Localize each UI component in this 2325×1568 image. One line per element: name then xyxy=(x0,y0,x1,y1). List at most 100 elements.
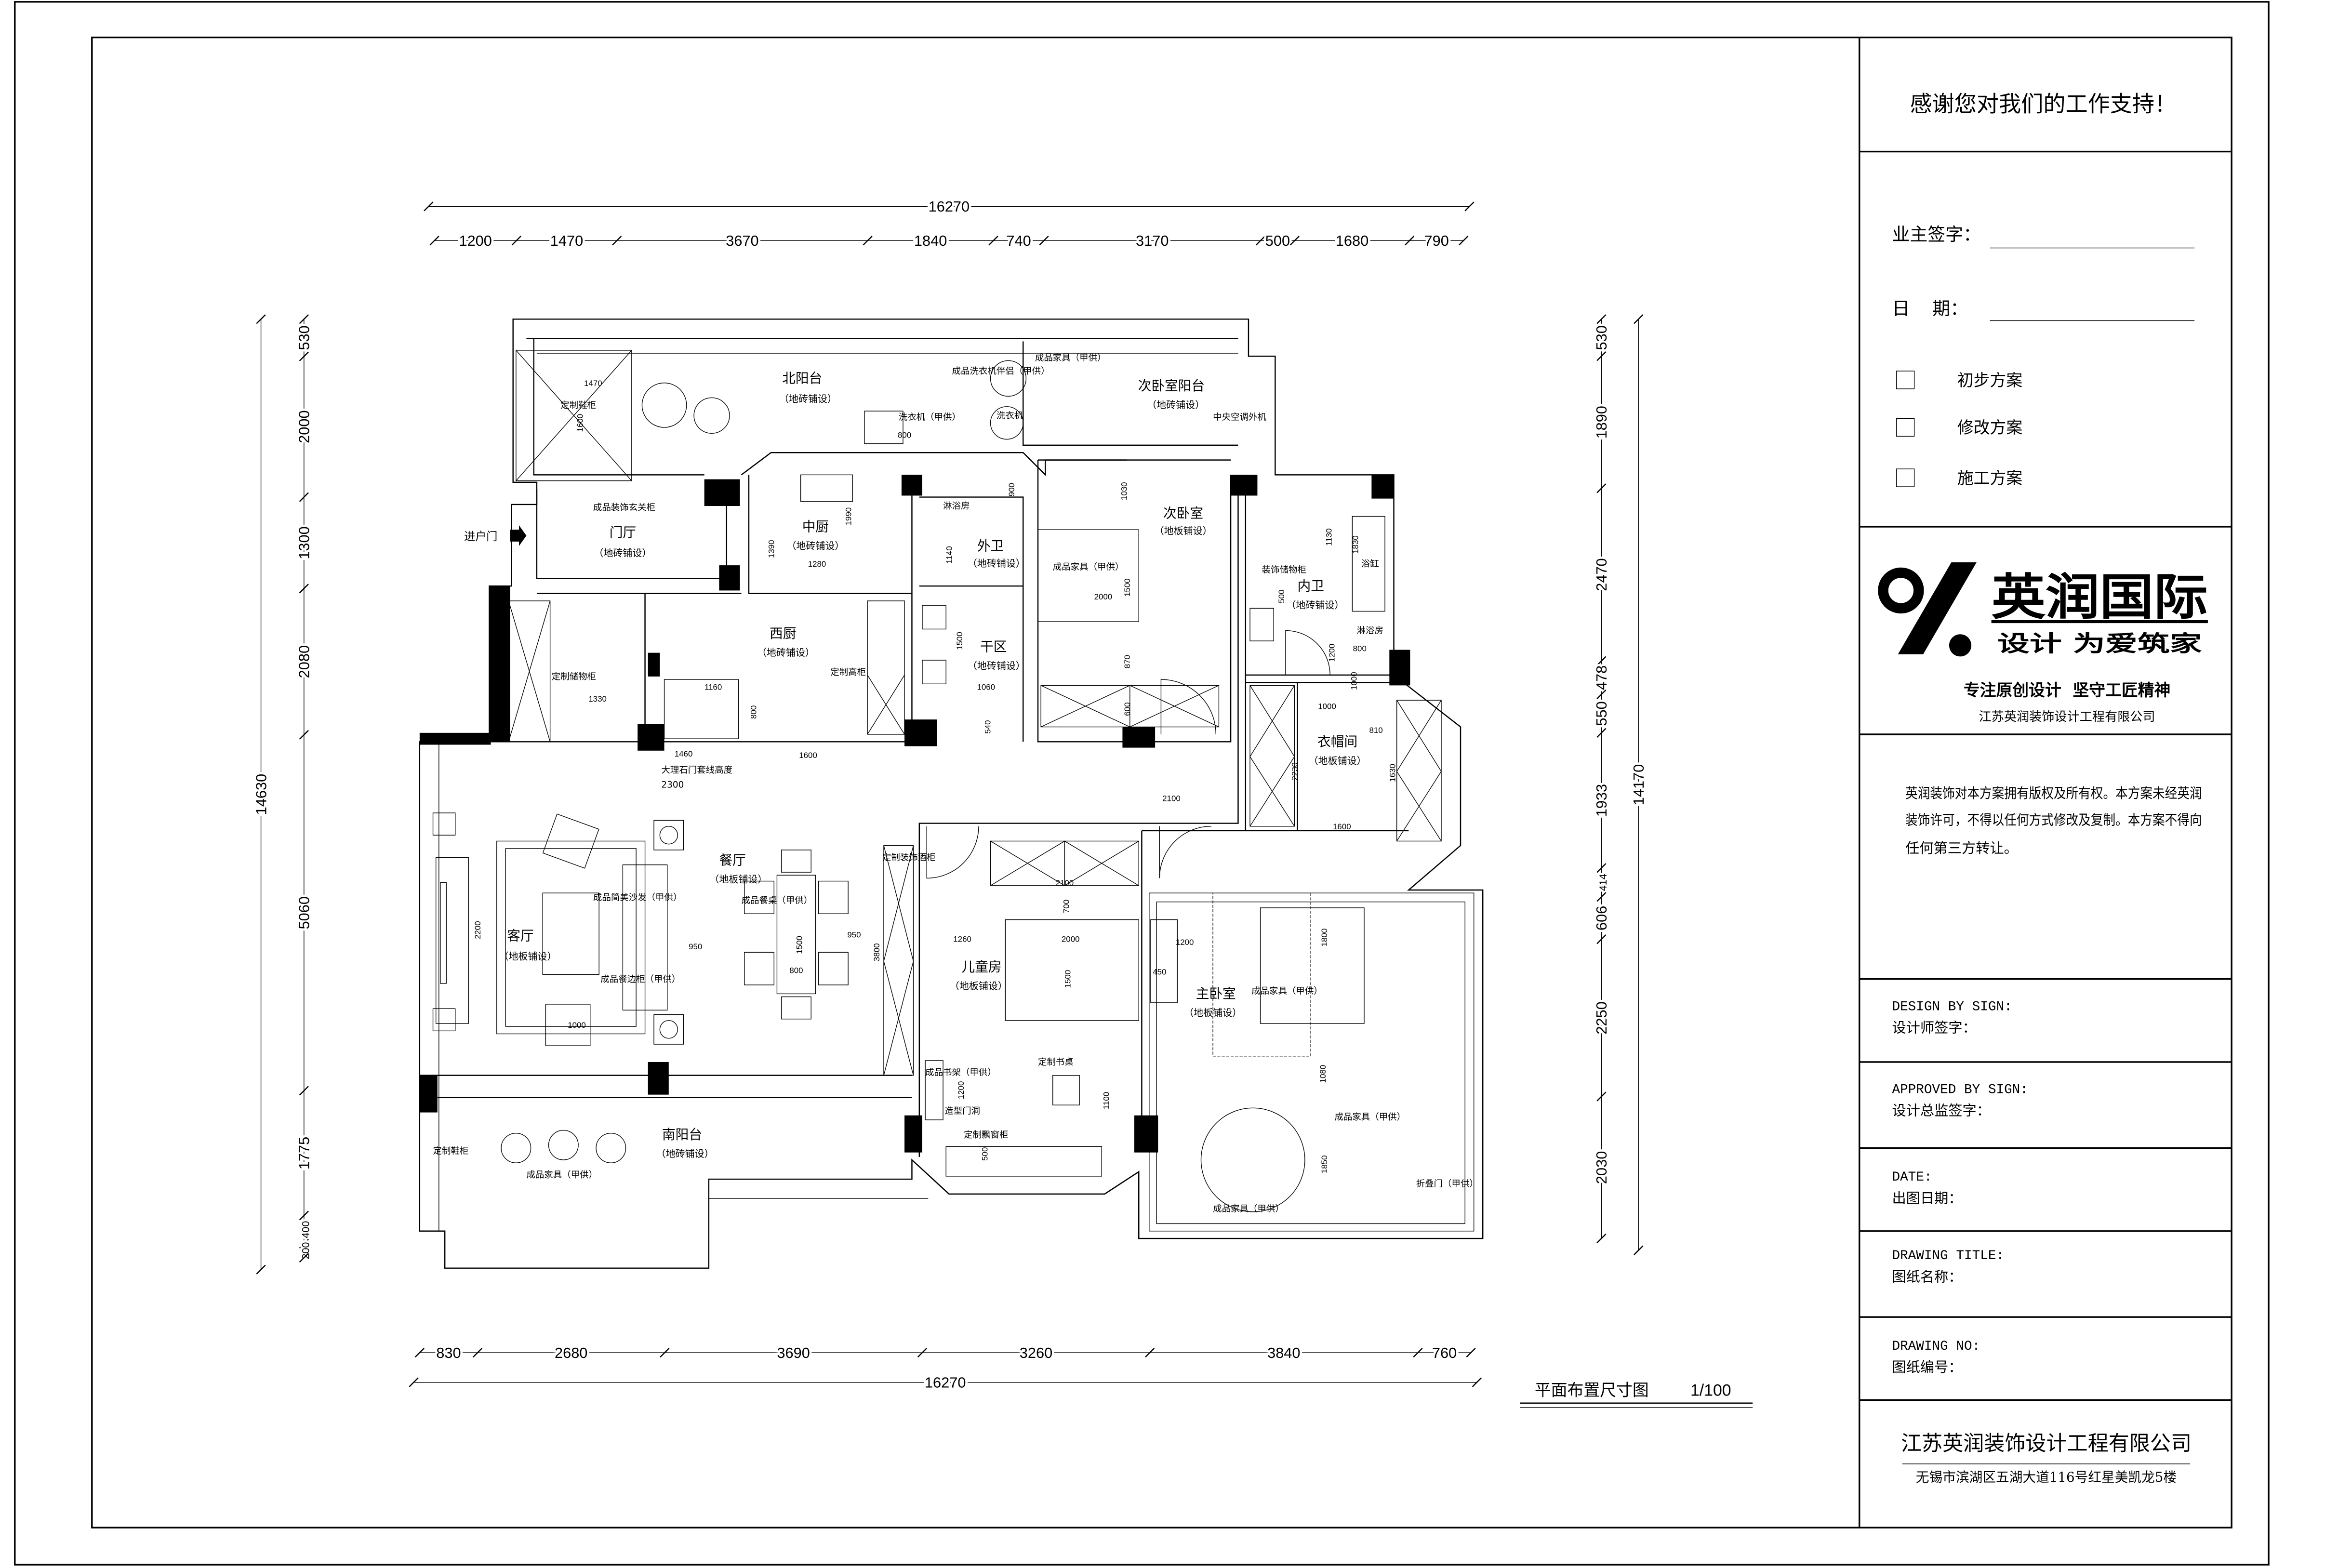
annotation: 浴缸 xyxy=(1361,558,1379,569)
floor-living: （地板铺设） xyxy=(499,951,557,962)
plan-scale: 1/100 xyxy=(1690,1381,1731,1399)
annotation: 定制高柜 xyxy=(830,667,866,678)
dimension-value: 1840 xyxy=(914,232,947,249)
room-north-balcony: 北阳台 xyxy=(782,371,822,386)
floor-plan: 进户门 北阳台 （地砖铺设） 次卧室阳台 （地砖铺设） 门厅 （地砖铺设） 中厨… xyxy=(251,196,1753,1408)
dimension-tick xyxy=(299,1210,309,1221)
inner-dimension: 1260 xyxy=(953,935,971,944)
inner-dimension: 1080 xyxy=(1318,1065,1328,1083)
inner-dimension: 950 xyxy=(847,930,861,939)
dimension-value: 1775 xyxy=(296,1137,313,1169)
dimension-total: 16270 xyxy=(925,1374,966,1391)
inner-dimension: 1500 xyxy=(795,936,804,954)
floor-guest-bath: （地砖铺设） xyxy=(968,558,1025,569)
dimension-value: 760 xyxy=(1432,1344,1457,1361)
room-ensuite-bath: 内卫 xyxy=(1298,578,1324,594)
inner-dimension: 1600 xyxy=(799,751,817,760)
dimension-tick xyxy=(1405,236,1415,246)
inner-dimension: 900 xyxy=(1007,483,1016,496)
inner-dimension: 3800 xyxy=(872,943,881,961)
armchair xyxy=(542,813,599,869)
inner-dimension: 1850 xyxy=(1320,1155,1329,1173)
inner-dimension: 1500 xyxy=(1123,578,1132,597)
dimension-value: 1680 xyxy=(1336,232,1368,249)
dimension-value: 530 xyxy=(1593,325,1610,350)
annotation: 成品装饰玄关柜 xyxy=(593,503,655,513)
dimension-value: 1933 xyxy=(1593,784,1610,817)
dimension-total: 16270 xyxy=(929,198,970,215)
copyright-line-1: 英润装饰对本方案拥有版权及所有权。本方案未经英润 xyxy=(1905,785,2202,801)
inner-dimension: 500 xyxy=(1277,590,1286,603)
checkbox-construction[interactable] xyxy=(1896,468,1915,487)
dimension-tick xyxy=(511,236,521,246)
dimension-value: 2080 xyxy=(296,645,313,678)
design-by-sign-cn: 设计师签字： xyxy=(1892,1019,1976,1036)
doors xyxy=(926,630,1330,879)
dimension-tick xyxy=(1472,1377,1482,1387)
company-logo: 英润国际 设计 为爱筑家 xyxy=(1878,562,2208,657)
annotation: 定制储物柜 xyxy=(552,672,596,682)
dimension-tick xyxy=(1596,934,1607,944)
floor-kids: （地板铺设） xyxy=(950,980,1008,992)
dimension-tick xyxy=(988,236,998,246)
inner-dimension: 1100 xyxy=(1102,1092,1111,1109)
inner-dimension: 1500 xyxy=(1063,970,1073,988)
checkbox-revised[interactable] xyxy=(1896,418,1915,437)
inner-dimension: 500 xyxy=(980,1147,989,1161)
inner-dimension: 1600 xyxy=(575,414,585,432)
dimension-tick xyxy=(299,584,309,594)
inner-dimension: 1470 xyxy=(584,379,602,388)
inner-dimension: 1800 xyxy=(1320,929,1329,947)
drawing-title-en: DRAWING TITLE: xyxy=(1892,1249,2004,1263)
dimension-value: 3670 xyxy=(726,232,758,249)
annotation: 定制书桌 xyxy=(1038,1057,1074,1067)
dimension-value: 606 xyxy=(1593,906,1610,930)
outer-border xyxy=(14,1,2270,1566)
dimension-value: 2030 xyxy=(1593,1151,1610,1184)
floor-guest-balcony: （地砖铺设） xyxy=(1147,399,1205,411)
inner-dimension: 1000 xyxy=(1318,702,1336,711)
floor-cloakroom: （地板铺设） xyxy=(1309,755,1367,766)
inner-dimension: 700 xyxy=(1062,900,1071,913)
rug xyxy=(496,840,646,1035)
dimension-tick xyxy=(1634,1245,1644,1255)
annotation: 淋浴房 xyxy=(943,501,970,511)
annotation: 成品简美沙发（甲供） xyxy=(593,893,682,903)
floor-chinese-kitchen: （地砖铺设） xyxy=(786,540,844,551)
date-cn: 出图日期： xyxy=(1892,1190,1962,1206)
inner-dimension: 1130 xyxy=(1324,528,1333,545)
dimension-tick xyxy=(299,351,309,361)
copyright-line-3: 任何第三方转让。 xyxy=(1905,840,2018,856)
inner-dimension: 2000 xyxy=(1094,592,1113,601)
room-chinese-kitchen: 中厨 xyxy=(802,518,829,534)
floor-dry-area: （地砖铺设） xyxy=(968,660,1025,672)
exterior-wall xyxy=(419,319,1484,1269)
annotation: 成品家具（甲供） xyxy=(526,1170,598,1180)
dimension-tick xyxy=(1634,314,1644,324)
inner-dimension: 2230 xyxy=(1290,762,1300,781)
wardrobes xyxy=(508,600,1442,1076)
dimension-value: 3840 xyxy=(1267,1344,1300,1361)
inner-border xyxy=(91,36,2232,1528)
room-foyer: 门厅 xyxy=(610,525,636,541)
kids-bed xyxy=(1005,919,1139,1021)
dimension-tick xyxy=(256,314,266,324)
inner-dimension: 800 xyxy=(1353,644,1367,653)
room-south-balcony: 南阳台 xyxy=(662,1127,702,1143)
furniture xyxy=(432,360,1385,1212)
dimension-value: 1890 xyxy=(1593,406,1610,439)
inner-dimension: 1030 xyxy=(1120,482,1129,500)
annotation: 定制飘窗柜 xyxy=(964,1130,1008,1140)
annotation: 成品家具（甲供） xyxy=(1213,1204,1284,1214)
inner-dimension: 1000 xyxy=(1350,672,1359,690)
furniture-annotations: 定制鞋柜 成品装饰玄关柜 洗衣机（甲供） 成品洗衣机伴侣（甲供） 成品家具（甲供… xyxy=(433,353,1478,1214)
checkbox-preliminary[interactable] xyxy=(1896,371,1915,389)
dimension-tick xyxy=(424,201,434,212)
dimension-tick xyxy=(429,236,439,246)
option-preliminary: 初步方案 xyxy=(1957,371,2022,390)
inner-dimension: 1330 xyxy=(588,694,607,704)
dimension-tick xyxy=(299,314,309,324)
dimension-total: 14630 xyxy=(252,774,269,815)
dimension-tick xyxy=(1255,236,1266,246)
